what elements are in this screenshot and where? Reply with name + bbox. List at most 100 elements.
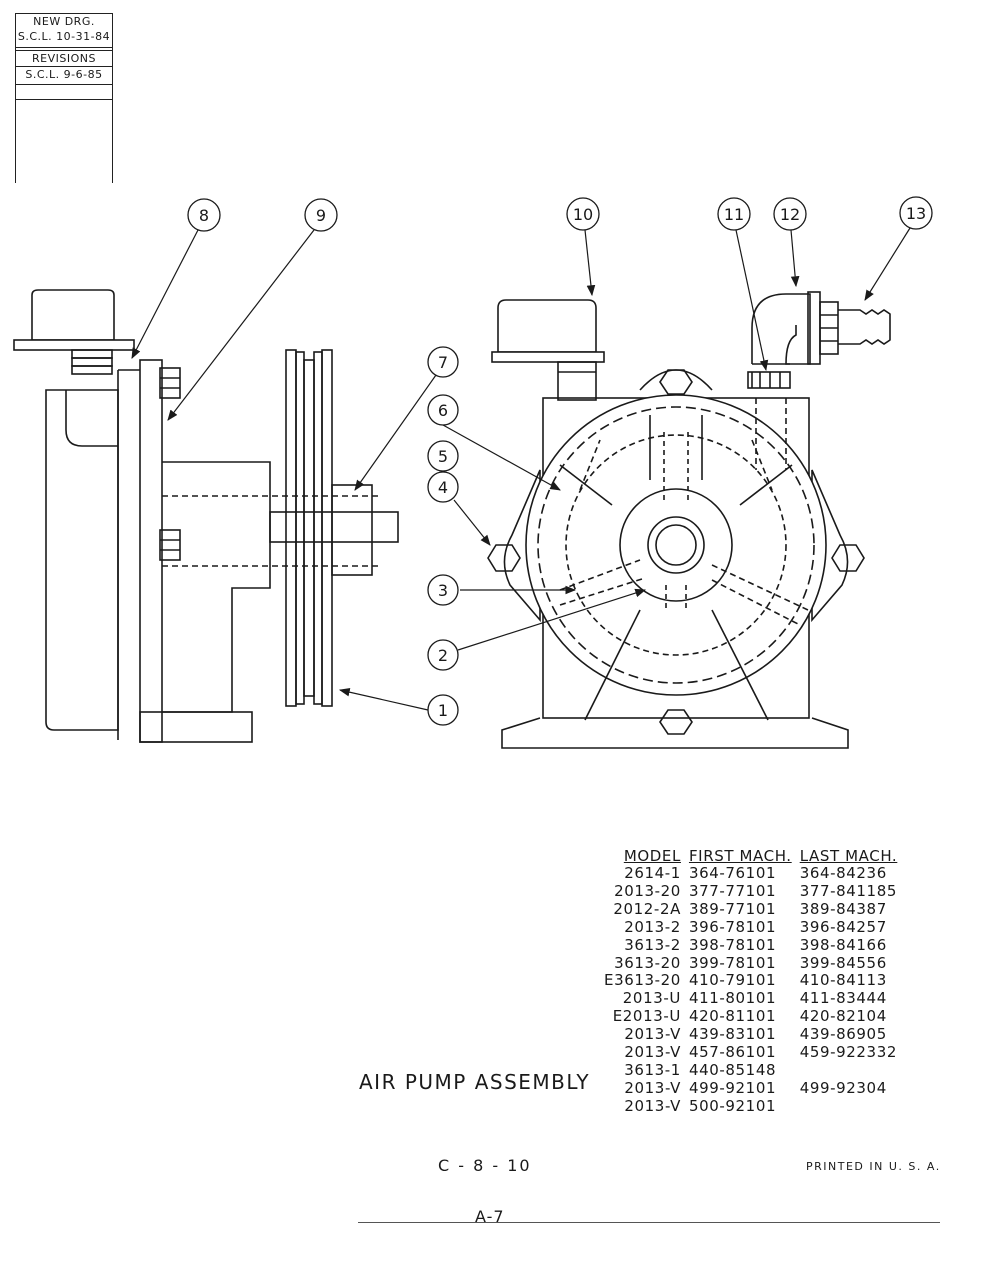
model-cell: 3613-2: [624, 935, 681, 954]
first-mach-cell: 411-80101: [688, 989, 777, 1008]
first-mach-cell: 398-78101: [688, 935, 777, 954]
table-row: 2013-20 377-77101 377-841185: [604, 881, 905, 901]
callout-number: 3: [438, 581, 448, 600]
last-mach-cell: [800, 1098, 906, 1116]
table-row: 2614-1 364-76101 364-84236: [604, 864, 905, 883]
first-mach-cell: 440-85148: [688, 1060, 777, 1079]
model-cell: E2013-U: [612, 1007, 681, 1026]
drawing-code: C - 8 - 10: [438, 1156, 532, 1175]
first-mach-cell: 410-79101: [688, 971, 777, 990]
last-mach-cell: 499-92304: [799, 1078, 887, 1097]
callout-8: 8: [187, 198, 221, 232]
callout-2: 2: [427, 639, 459, 671]
first-mach-cell: 499-92101: [688, 1078, 777, 1097]
last-mach-cell: 439-86905: [799, 1025, 887, 1044]
callout-number: 7: [438, 353, 448, 372]
first-mach-cell: 396-78101: [688, 917, 777, 936]
revision-row: S.C.L. 9-6-85: [25, 68, 103, 81]
table-row: 2013-V 500-92101: [604, 1096, 906, 1116]
model-cell: 3613-1: [624, 1060, 681, 1079]
revision-row: NEW DRG.: [33, 15, 95, 28]
last-mach-cell: 410-84113: [799, 971, 887, 990]
callout-number: 5: [438, 447, 448, 466]
model-cell: 2013-2: [624, 917, 681, 936]
table-row: 3613-1 440-85148: [604, 1060, 905, 1080]
callout-4: 4: [427, 471, 459, 503]
column-header-first-mach: FIRST MACH.: [688, 846, 792, 865]
last-mach-cell: 377-841185: [799, 881, 897, 900]
table-row: 2013-U 411-80101 411-83444: [604, 989, 905, 1008]
first-mach-cell: 457-86101: [688, 1043, 777, 1062]
revision-row: S.C.L. 10-31-84: [17, 30, 111, 43]
callout-number: 12: [780, 205, 800, 224]
page-number: A-7: [475, 1207, 505, 1226]
table-row: E3613-20 410-79101 410-84113: [604, 972, 905, 990]
first-mach-cell: 439-83101: [688, 1025, 777, 1044]
revision-block: NEW DRG. S.C.L. 10-31-84 REVISIONS S.C.L…: [15, 13, 113, 183]
side-view: [13, 289, 399, 743]
model-cell: E3613-20: [604, 971, 681, 990]
model-serial-table: MODEL FIRST MACH. LAST MACH. 2614-1 364-7…: [604, 846, 905, 1116]
last-mach-cell: 396-84257: [799, 917, 887, 936]
model-cell: 2013-V: [624, 1025, 681, 1044]
table-row: 2013-V 457-86101 459-922332: [604, 1043, 905, 1062]
callout-number: 8: [199, 206, 209, 225]
table-row: 2013-V 439-83101 439-86905: [604, 1025, 905, 1044]
drawing-title: AIR PUMP ASSEMBLY: [359, 1070, 591, 1094]
leader-lines: [131, 227, 911, 711]
bottom-rule: [358, 1222, 940, 1223]
callout-5: 5: [427, 440, 459, 472]
printed-in-usa: PRINTED IN U. S. A.: [806, 1160, 941, 1173]
last-mach-cell: 420-82104: [799, 1007, 887, 1026]
table-row: 2013-V 499-92101 499-92304: [604, 1078, 905, 1098]
table-row: 2013-2 396-78101 396-84257: [604, 917, 905, 937]
last-mach-cell: 411-83444: [799, 989, 887, 1008]
last-mach-cell: 364-84236: [799, 864, 887, 882]
model-cell: 2013-V: [624, 1096, 681, 1115]
callout-bubbles: 1 2 3 4 5 6 7 8 9 10 11 12 13: [187, 196, 933, 726]
table-header-row: MODEL FIRST MACH. LAST MACH.: [604, 846, 905, 865]
callout-number: 11: [724, 205, 744, 224]
model-cell: 2013-U: [622, 989, 681, 1008]
model-cell: 3613-20: [614, 953, 681, 972]
table-row: 2012-2A 389-77101 389-84387: [604, 899, 905, 919]
callout-3: 3: [427, 574, 459, 606]
air-pump-drawing: 1 2 3 4 5 6 7 8 9 10 11 12 13: [13, 196, 933, 749]
front-view: [487, 291, 891, 749]
table-row: E2013-U 420-81101 420-82104: [604, 1007, 905, 1026]
model-cell: 2013-20: [614, 881, 681, 900]
callout-13: 13: [899, 196, 933, 230]
column-header-last-mach: LAST MACH.: [799, 846, 898, 865]
callout-number: 4: [438, 478, 448, 497]
model-cell: 2012-2A: [613, 899, 681, 918]
callout-number: 2: [438, 646, 448, 665]
table-row: 3613-20 399-78101 399-84556: [604, 953, 905, 973]
model-cell: 2614-1: [624, 864, 681, 882]
last-mach-cell: 399-84556: [799, 953, 887, 972]
first-mach-cell: 500-92101: [688, 1096, 777, 1115]
first-mach-cell: 377-77101: [688, 881, 777, 900]
last-mach-cell: 398-84166: [799, 935, 887, 954]
callout-1: 1: [427, 694, 459, 726]
first-mach-cell: 399-78101: [688, 953, 777, 972]
callout-number: 1: [438, 701, 448, 720]
callout-11: 11: [717, 197, 751, 231]
callout-number: 9: [316, 206, 326, 225]
model-cell: 2013-V: [624, 1078, 681, 1097]
first-mach-cell: 364-76101: [688, 864, 777, 882]
first-mach-cell: 420-81101: [688, 1007, 777, 1026]
callout-number: 6: [438, 401, 448, 420]
callout-6: 6: [427, 394, 459, 426]
last-mach-cell: 459-922332: [799, 1043, 897, 1062]
revision-row: REVISIONS: [32, 52, 96, 65]
table-row: 3613-2 398-78101 398-84166: [604, 935, 905, 955]
callout-12: 12: [773, 197, 807, 231]
model-cell: 2013-V: [624, 1043, 681, 1062]
column-header-model: MODEL: [623, 846, 681, 865]
callout-10: 10: [566, 197, 600, 231]
callout-number: 10: [573, 205, 593, 224]
last-mach-cell: 389-84387: [799, 899, 887, 918]
callout-9: 9: [304, 198, 338, 232]
callout-7: 7: [427, 346, 459, 378]
first-mach-cell: 389-77101: [688, 899, 777, 918]
